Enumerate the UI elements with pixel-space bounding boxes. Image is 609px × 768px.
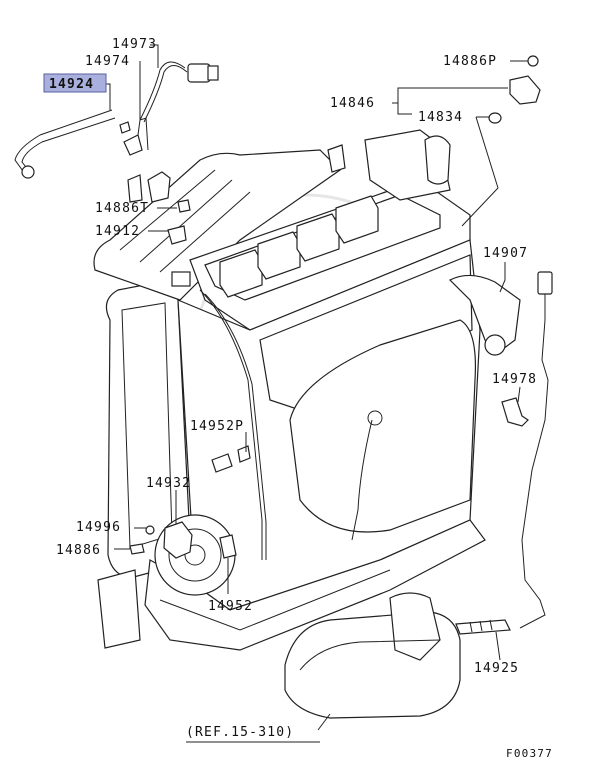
part-label-14834[interactable]: 14834 — [418, 110, 463, 125]
part-label-14996[interactable]: 14996 — [76, 520, 121, 535]
figure-code: F00377 — [506, 747, 553, 760]
part-label-14952[interactable]: 14952 — [208, 599, 253, 614]
ignition-coils — [219, 195, 379, 298]
leader-lines — [104, 44, 528, 731]
reference-label[interactable]: (REF.15-310) — [186, 725, 294, 740]
part-label-14886[interactable]: 14886 — [56, 543, 101, 558]
part-label-14886T[interactable]: 14886T — [95, 201, 149, 216]
selected-part-highlight — [43, 73, 107, 93]
part-label-14952P[interactable]: 14952P — [190, 419, 244, 434]
part-label-14907[interactable]: 14907 — [483, 246, 528, 261]
part-label-14912[interactable]: 14912 — [95, 224, 140, 239]
engine-block-illustration — [93, 129, 521, 719]
part-label-14924[interactable]: 14924 — [49, 77, 94, 92]
part-label-14978[interactable]: 14978 — [492, 372, 537, 387]
part-label-14846[interactable]: 14846 — [330, 96, 375, 111]
part-label-14886P-top[interactable]: 14886P — [443, 54, 497, 69]
parts-callouts — [14, 55, 553, 635]
part-label-14932[interactable]: 14932 — [146, 476, 191, 491]
part-label-14973[interactable]: 14973 — [112, 37, 157, 52]
part-label-14974[interactable]: 14974 — [85, 54, 130, 69]
part-label-14925[interactable]: 14925 — [474, 661, 519, 676]
